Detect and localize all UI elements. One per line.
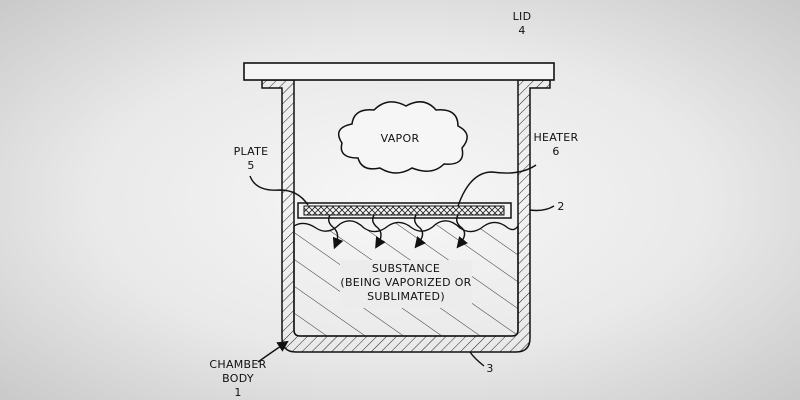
plate-leader xyxy=(249,175,309,206)
heat-arrow xyxy=(371,214,386,249)
chamber-number: 1 xyxy=(234,386,241,399)
heat-arrow xyxy=(413,214,426,249)
substance-label-bg xyxy=(340,260,472,308)
heat-arrow xyxy=(455,214,468,249)
plate-label: PLATE xyxy=(234,145,269,158)
substance-line-3: SUBLIMATED) xyxy=(367,290,445,303)
substance-line-2: (BEING VAPORIZED OR xyxy=(340,276,471,289)
substance-line-1: SUBSTANCE xyxy=(372,262,440,275)
wall-number: 2 xyxy=(557,200,564,213)
chamber-label-line-1: CHAMBER xyxy=(209,358,266,371)
wall-leader xyxy=(529,205,555,212)
heater-number: 6 xyxy=(552,145,559,158)
vapor-label: VAPOR xyxy=(381,132,420,145)
bottom-number: 3 xyxy=(486,362,493,375)
lid xyxy=(243,62,555,81)
bottom-leader xyxy=(469,351,485,367)
vapor-cloud xyxy=(337,101,468,174)
heater-label: HEATER xyxy=(533,131,578,144)
chamber-arrow xyxy=(257,340,289,363)
plate-number: 5 xyxy=(247,159,254,172)
lid-label: LID xyxy=(513,10,532,23)
heat-arrow xyxy=(327,214,344,250)
chamber-label-line-2: BODY xyxy=(222,372,254,385)
heater xyxy=(303,205,505,216)
lid-number: 4 xyxy=(518,24,525,37)
heater-leader xyxy=(457,164,537,207)
